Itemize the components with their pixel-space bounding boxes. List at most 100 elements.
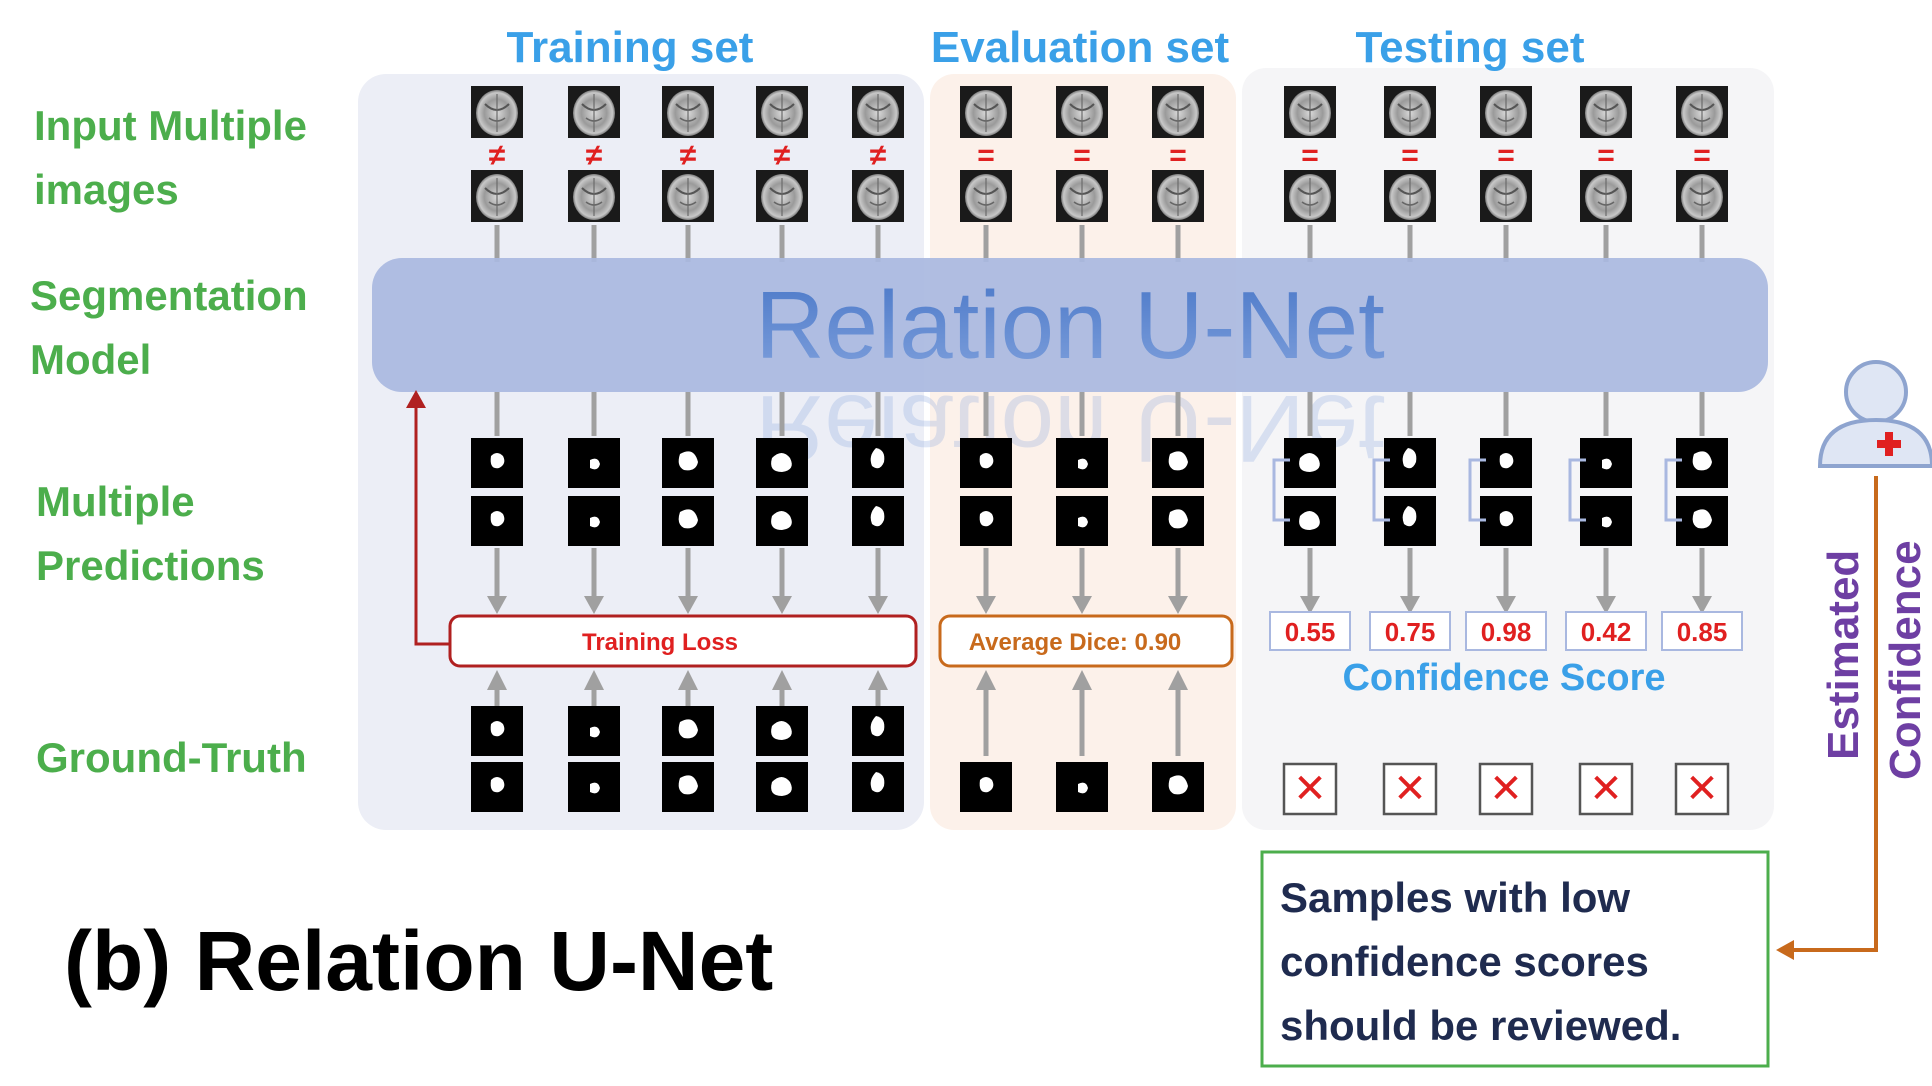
brain-mri-icon	[567, 169, 621, 223]
prediction-pair-bracket	[1664, 458, 1682, 522]
prediction-pair-bracket	[1272, 458, 1290, 522]
feedback-arrowhead	[406, 390, 426, 408]
no-ground-truth-box	[1578, 762, 1634, 816]
evaluation-set-title: Evaluation set	[931, 23, 1230, 72]
mask-region	[1402, 448, 1417, 469]
no-ground-truth-box	[1478, 762, 1534, 816]
prediction-arrowhead	[1168, 596, 1188, 614]
confidence-score-value: 0.85	[1677, 617, 1728, 647]
relation-sign: ≠	[489, 139, 506, 172]
training-loss-box	[448, 614, 918, 668]
relation-sign: =	[1301, 139, 1319, 172]
relation-sign: =	[977, 139, 995, 172]
relation-sign: ≠	[774, 139, 791, 172]
confidence-score-label: Confidence Score	[1342, 657, 1665, 699]
confidence-score-value: 0.75	[1385, 617, 1436, 647]
average-dice-label: Average Dice: 0.90	[969, 629, 1182, 656]
mask-region	[490, 511, 505, 527]
mask-region	[1078, 516, 1088, 528]
brain-mri-icon	[1479, 85, 1533, 139]
brain-mri-icon	[1383, 85, 1437, 139]
review-note-line3: should be reviewed.	[1280, 1002, 1681, 1049]
mask-region	[678, 719, 698, 739]
ground-truth-arrowhead	[868, 670, 888, 690]
prediction-arrowhead	[584, 596, 604, 614]
brain-mri-icon	[959, 169, 1013, 223]
mask-region	[1499, 511, 1514, 527]
mask-region	[771, 777, 792, 796]
mask-region	[1299, 453, 1320, 472]
confidence-score-value: 0.42	[1581, 617, 1632, 647]
relation-unet-title: Relation U-Net	[755, 272, 1385, 379]
brain-mri-icon	[1675, 169, 1729, 223]
mask-region	[1168, 775, 1188, 795]
relation-sign: ≠	[870, 139, 887, 172]
mask-region	[1299, 511, 1320, 530]
no-ground-truth-mark: ✕	[1589, 767, 1623, 811]
prediction-pair-bracket	[1372, 458, 1390, 522]
mask-region	[590, 726, 600, 738]
mask-region	[590, 458, 600, 470]
confidence-score-box	[1269, 611, 1351, 651]
brain-mri-icon	[1579, 169, 1633, 223]
sample-columns: ≠≠≠≠≠====0.55✕=0.75✕=0.98✕=0.42✕=0.85✕	[470, 85, 1743, 816]
mask-region	[771, 511, 792, 530]
ground-truth-arrowhead	[976, 670, 996, 690]
brain-mri-icon	[1283, 85, 1337, 139]
brain-mri-icon	[1383, 169, 1437, 223]
brain-mri-icon	[470, 169, 524, 223]
mask-region	[1078, 458, 1088, 470]
mask-region	[590, 782, 600, 794]
prediction-pair-bracket	[1468, 458, 1486, 522]
brain-mri-icon	[1055, 85, 1109, 139]
mask-region	[1692, 451, 1712, 471]
relation-unet-band	[372, 258, 1768, 392]
ground-truth-arrowhead	[1072, 670, 1092, 690]
no-ground-truth-box	[1282, 762, 1338, 816]
training-set-title: Training set	[507, 23, 754, 72]
mask-region	[1168, 451, 1188, 471]
predictions-label-line2: Predictions	[36, 542, 265, 589]
mask-region	[678, 509, 698, 529]
mask-region	[1078, 782, 1088, 794]
no-ground-truth-mark: ✕	[1489, 767, 1523, 811]
relation-sign: =	[1169, 139, 1187, 172]
mask-region	[1402, 506, 1417, 527]
mask-region	[979, 777, 994, 793]
brain-mri-icon	[661, 85, 715, 139]
mask-region	[490, 453, 505, 469]
review-note-box	[1260, 850, 1770, 1068]
brain-mri-icon	[851, 169, 905, 223]
mask-region	[870, 448, 885, 469]
brain-mri-icon	[851, 85, 905, 139]
brain-mri-icon	[755, 169, 809, 223]
predictions-label-line1: Multiple	[36, 478, 195, 525]
training-loss-label: Training Loss	[582, 629, 738, 656]
training-loss-feedback-arrow	[414, 404, 450, 646]
ground-truth-arrowhead	[678, 670, 698, 690]
input-label-line1: Input Multiple	[34, 102, 307, 149]
no-ground-truth-mark: ✕	[1293, 767, 1327, 811]
brain-mri-icon	[1151, 85, 1205, 139]
figure-caption: (b) Relation U-Net	[64, 914, 773, 1008]
ground-truth-arrowhead	[584, 670, 604, 690]
prediction-arrowhead	[868, 596, 888, 614]
relation-sign: =	[1401, 139, 1419, 172]
brain-mri-icon	[1283, 169, 1337, 223]
input-connectors	[494, 225, 1705, 262]
mask-region	[490, 721, 505, 737]
mask-region	[1499, 453, 1514, 469]
no-ground-truth-mark: ✕	[1685, 767, 1719, 811]
mask-region	[870, 772, 885, 793]
prediction-arrowhead	[487, 596, 507, 614]
doctor-icon	[1817, 360, 1932, 468]
estimated-label: Estimated	[1819, 550, 1868, 760]
no-ground-truth-mark: ✕	[1393, 767, 1427, 811]
mask-region	[490, 777, 505, 793]
prediction-arrowhead	[1300, 596, 1320, 614]
segmentation-label-line2: Model	[30, 336, 151, 383]
confidence-score-box	[1465, 611, 1547, 651]
prediction-arrowhead	[678, 596, 698, 614]
relation-sign: =	[1073, 139, 1091, 172]
brain-mri-icon	[959, 85, 1013, 139]
